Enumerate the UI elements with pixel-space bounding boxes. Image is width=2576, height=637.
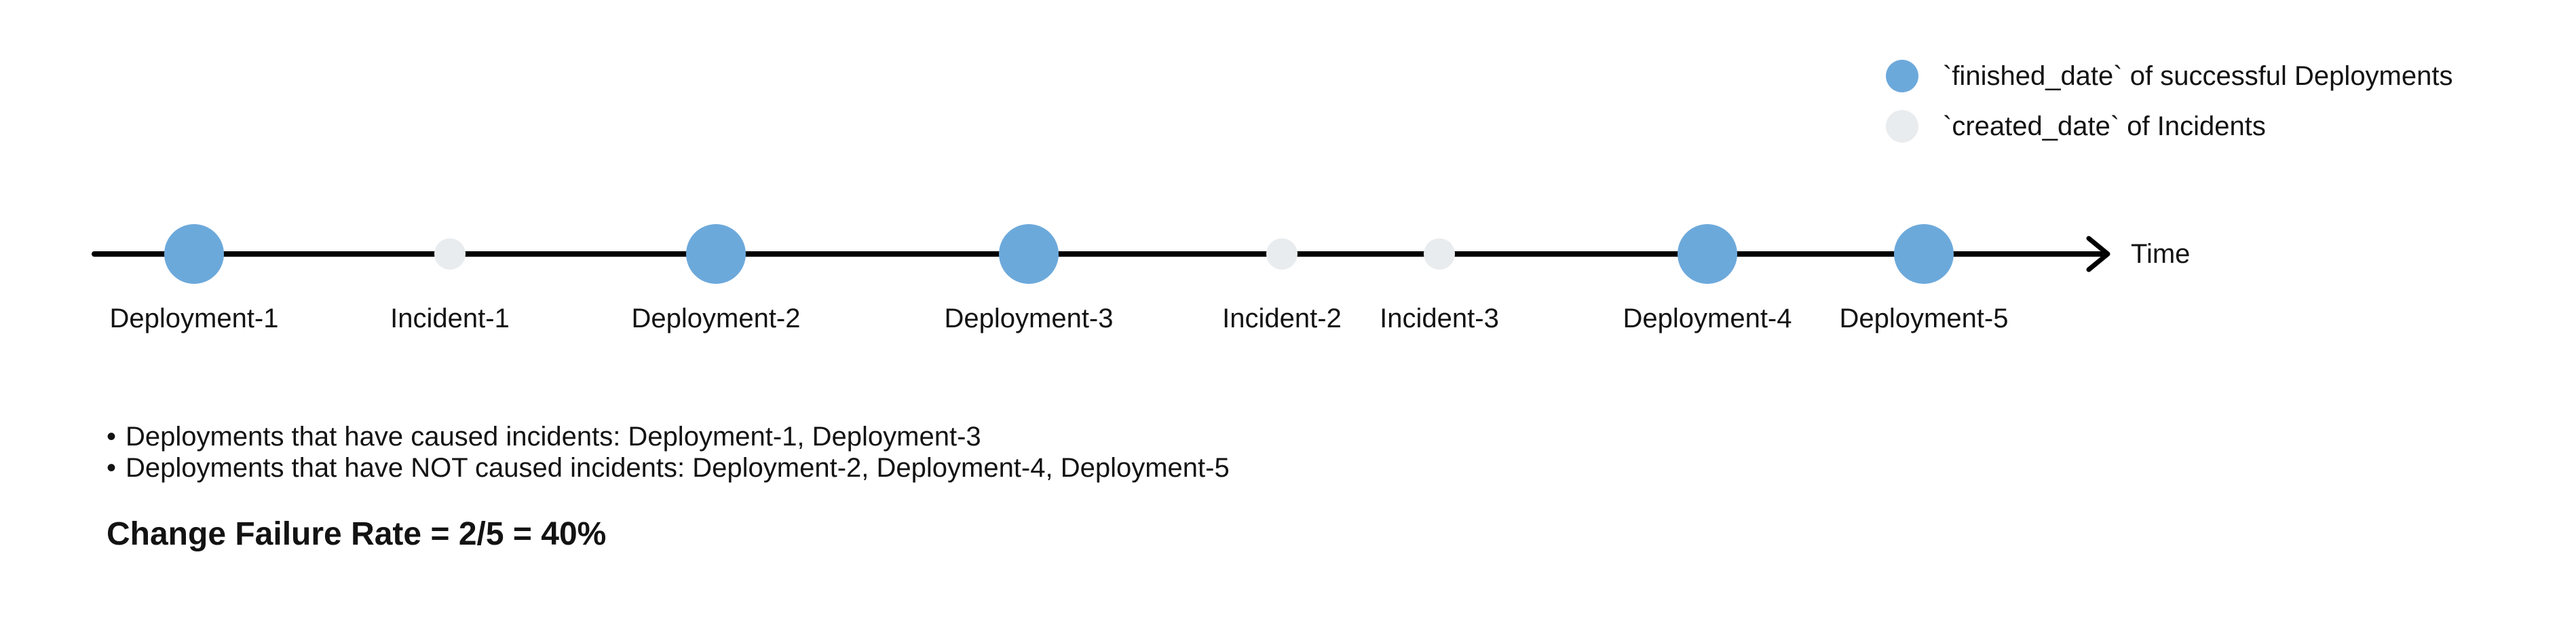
- notes-list: • Deployments that have caused incidents…: [107, 421, 1230, 484]
- incident-dot-icon: [1424, 238, 1455, 270]
- timeline-event-label: Deployment-4: [1623, 304, 1792, 333]
- legend-item-deployments: `finished_date` of successful Deployment…: [1886, 60, 2452, 92]
- bullet-item-not-caused: • Deployments that have NOT caused incid…: [107, 452, 1230, 484]
- time-axis-label: Time: [2131, 239, 2191, 269]
- deployment-dot-icon: [999, 224, 1059, 284]
- bullet-text: Deployments that have caused incidents: …: [126, 422, 981, 452]
- incident-dot-icon: [434, 238, 466, 270]
- bullet-item-caused: • Deployments that have caused incidents…: [107, 421, 1230, 452]
- change-failure-rate-result: Change Failure Rate = 2/5 = 40%: [107, 516, 607, 552]
- timeline-event-label: Deployment-3: [944, 304, 1114, 333]
- deployment-dot-icon: [1678, 224, 1737, 284]
- arrow-right-icon: [2086, 236, 2110, 272]
- bullet-icon: •: [107, 422, 117, 452]
- time-axis-line: [92, 251, 2104, 257]
- timeline-event-label: Incident-3: [1380, 304, 1499, 333]
- deployment-dot-icon: [686, 224, 746, 284]
- legend: `finished_date` of successful Deployment…: [1886, 60, 2452, 143]
- incident-dot-icon: [1886, 110, 1918, 143]
- legend-label-deployments: `finished_date` of successful Deployment…: [1943, 61, 2453, 91]
- deployment-dot-icon: [1886, 60, 1918, 92]
- deployment-dot-icon: [1894, 224, 1954, 284]
- timeline-event-label: Deployment-5: [1839, 304, 2009, 333]
- timeline-event-label: Deployment-2: [631, 304, 801, 333]
- legend-item-incidents: `created_date` of Incidents: [1886, 110, 2452, 143]
- bullet-icon: •: [107, 453, 117, 483]
- incident-dot-icon: [1266, 238, 1298, 270]
- legend-label-incidents: `created_date` of Incidents: [1943, 111, 2266, 141]
- timeline-event-label: Deployment-1: [109, 304, 279, 333]
- bullet-text: Deployments that have NOT caused inciden…: [126, 453, 1230, 483]
- timeline-event-label: Incident-1: [390, 304, 510, 333]
- deployment-dot-icon: [164, 224, 224, 284]
- timeline-event-label: Incident-2: [1222, 304, 1342, 333]
